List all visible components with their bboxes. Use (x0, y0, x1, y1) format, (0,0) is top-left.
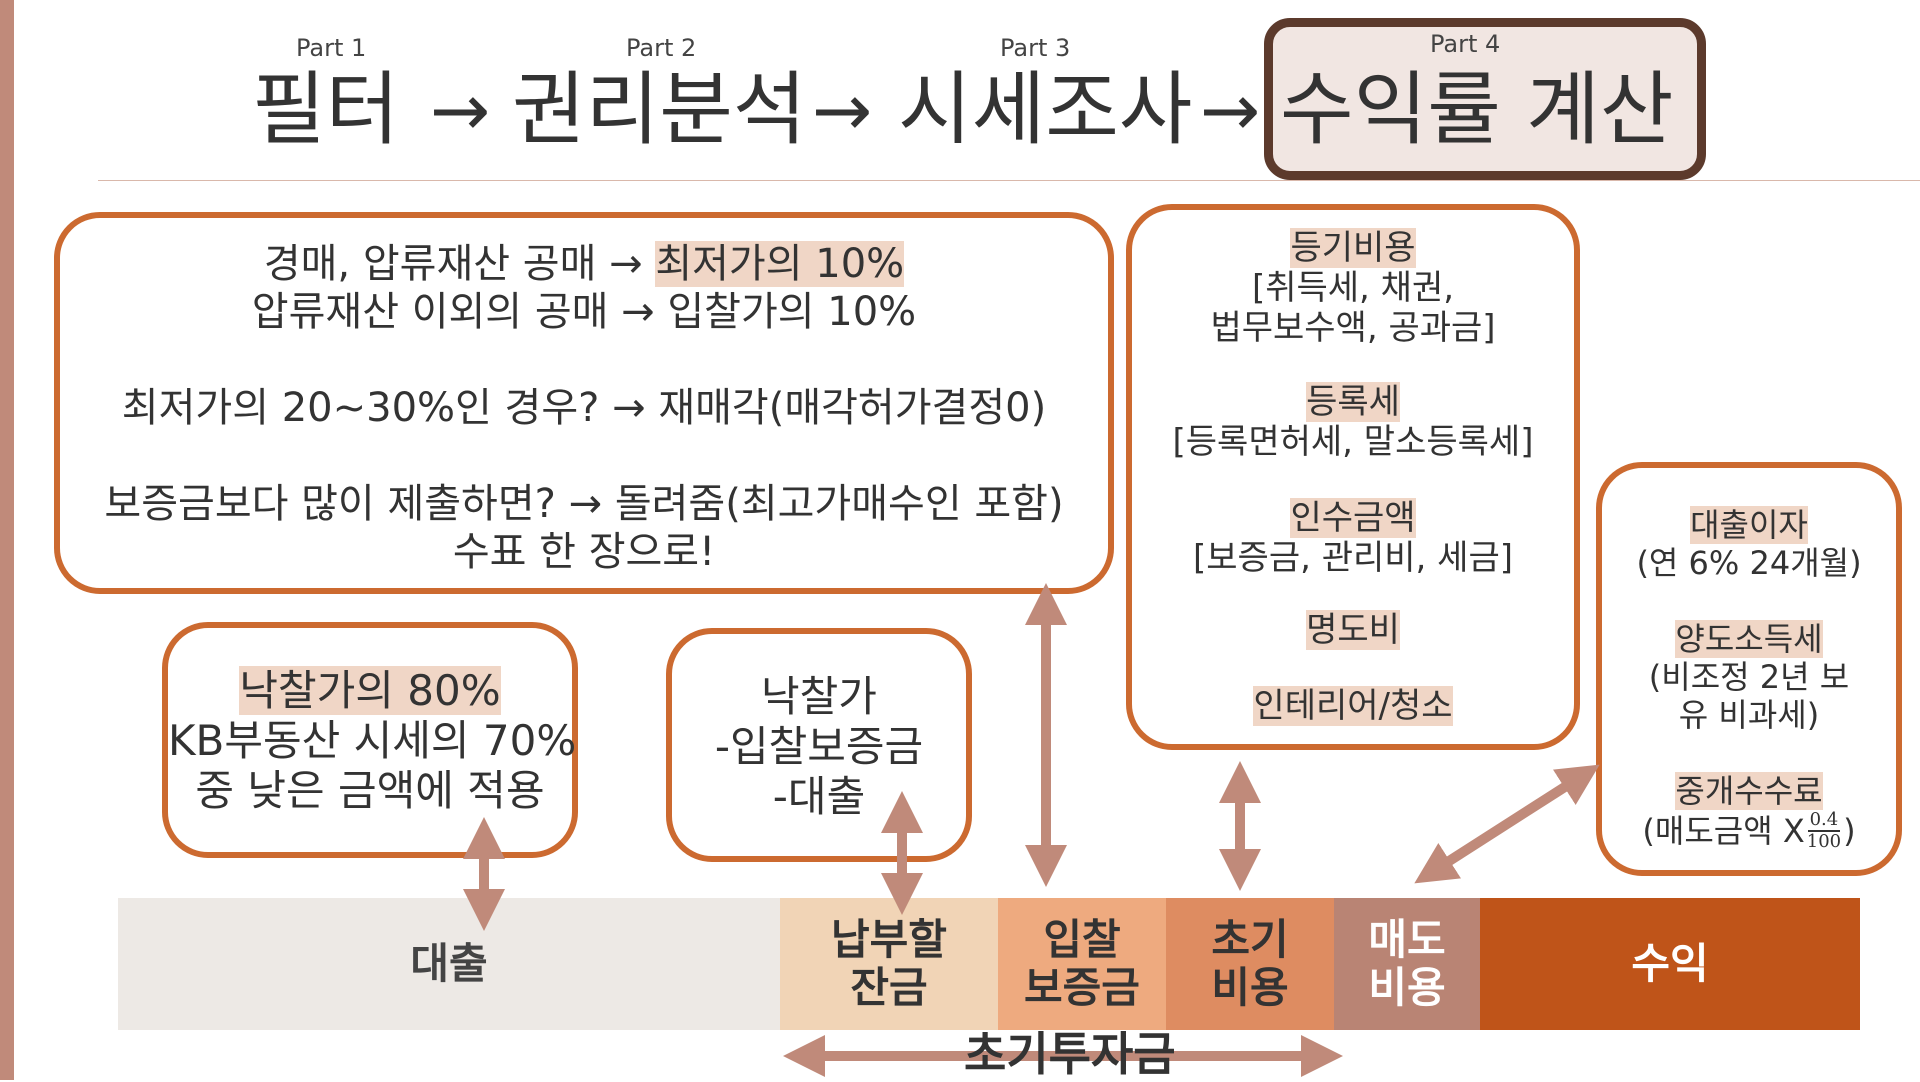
step-return-calc: 수익률 계산 (1280, 63, 1674, 156)
takeover-amount-detail: [보증금, 관리비, 세금] (1193, 538, 1513, 578)
bar-selling-cost-segment: 매도 비용 (1334, 898, 1480, 1030)
bid-deposit-rules-box: 경매, 압류재산 공매 → 최저가의 10% 압류재산 이외의 공매 → 입찰가… (54, 212, 1114, 594)
bar-deposit-segment: 입찰 보증금 (998, 898, 1166, 1030)
rule-line-4: 보증금보다 많이 제출하면? → 돌려줌(최고가매수인 포함) (104, 481, 1064, 527)
loan-rule-highlight: 낙찰가의 80% (239, 666, 501, 715)
fee-formula-text: (매도금액 X (1642, 812, 1805, 850)
rule-line-1: 경매, 압류재산 공매 → 최저가의 10% (60, 240, 1108, 288)
flow-arrow-icon: → (430, 68, 491, 152)
fee-formula-text: ) (1843, 812, 1856, 850)
flow-arrow-icon: → (1200, 68, 1261, 152)
initial-costs-box: 등기비용 [취득세, 채권, 법무보수액, 공과금] 등록세 [등록면허세, 말… (1126, 204, 1580, 750)
loan-rule-line-3: 중 낮은 금액에 적용 (195, 766, 545, 815)
bar-selling-label: 매도 (1368, 915, 1446, 964)
part1-label: Part 1 (296, 34, 367, 62)
rule-highlight: 최저가의 10% (655, 241, 905, 287)
registration-cost-detail: [취득세, 채권, (1251, 268, 1455, 308)
rule-line-2: 압류재산 이외의 공매 → 입찰가의 10% (251, 289, 917, 335)
bar-initial-label: 초기 (1211, 915, 1289, 964)
brokerage-fee-formula: (매도금액 X 0.4 100 ) (1602, 810, 1896, 852)
balance-line-3: -대출 (772, 772, 866, 821)
step-filter: 필터 (252, 63, 400, 156)
double-arrow-icon (1414, 764, 1600, 884)
fee-numerator: 0.4 (1807, 809, 1841, 832)
bar-deposit-label: 보증금 (1024, 963, 1140, 1012)
registration-tax-title: 등록세 (1306, 382, 1400, 422)
part2-label: Part 2 (626, 34, 697, 62)
capital-gains-tax-detail: 유 비과세) (1678, 696, 1820, 734)
registration-cost-detail: 법무보수액, 공과금] (1210, 308, 1496, 348)
part4-highlight-box (1264, 18, 1706, 180)
loan-interest-detail: (연 6% 24개월) (1636, 544, 1862, 582)
selling-costs-box: 대출이자 (연 6% 24개월) 양도소득세 (비조정 2년 보 유 비과세) … (1596, 462, 1902, 876)
fee-denominator: 100 (1806, 831, 1842, 852)
step-rights-analysis: 권리분석 (512, 63, 807, 156)
bar-loan-label: 대출 (410, 939, 488, 988)
bar-balance-segment: 납부할 잔금 (780, 898, 998, 1030)
registration-tax-detail: [등록면허세, 말소등록세] (1172, 422, 1534, 462)
bar-initial-label: 비용 (1211, 963, 1289, 1012)
loan-rule-line-2: KB부동산 시세의 70% (168, 716, 577, 765)
initial-investment-label: 초기투자금 (964, 1027, 1176, 1081)
rule-line-3: 최저가의 20~30%인 경우? → 재매각(매각허가결정0) (121, 385, 1047, 431)
registration-cost-title: 등기비용 (1290, 228, 1416, 268)
bar-profit-segment: 수익 (1480, 898, 1860, 1030)
bar-deposit-label: 입찰 (1043, 915, 1121, 964)
takeover-amount-title: 인수금액 (1290, 498, 1416, 538)
bar-balance-label: 잔금 (850, 963, 928, 1012)
eviction-cost: 명도비 (1306, 610, 1400, 650)
interior-cleaning-cost: 인테리어/청소 (1253, 686, 1453, 726)
balance-line-1: 낙찰가 (761, 672, 877, 721)
brokerage-fee-title: 중개수수료 (1675, 772, 1823, 810)
part4-label: Part 4 (1430, 30, 1501, 58)
balance-formula-box: 낙찰가 -입찰보증금 -대출 (666, 628, 972, 862)
loan-limit-box: 낙찰가의 80% KB부동산 시세의 70% 중 낮은 금액에 적용 (162, 622, 578, 858)
left-accent-bar (0, 0, 14, 1080)
part3-label: Part 3 (1000, 34, 1071, 62)
loan-interest-title: 대출이자 (1690, 506, 1808, 544)
capital-gains-tax-title: 양도소득세 (1675, 620, 1823, 658)
bar-profit-label: 수익 (1631, 939, 1709, 988)
flow-arrow-icon: → (812, 68, 873, 152)
bar-balance-label: 납부할 (831, 915, 947, 964)
balance-line-2: -입찰보증금 (714, 722, 924, 771)
rule-line-5: 수표 한 장으로! (452, 529, 716, 575)
bar-loan-segment: 대출 (118, 898, 780, 1030)
header-divider (98, 180, 1920, 181)
bar-initial-cost-segment: 초기 비용 (1166, 898, 1334, 1030)
step-market-research: 시세조사 (898, 63, 1193, 156)
rule-text: 경매, 압류재산 공매 → (263, 241, 656, 287)
bar-selling-label: 비용 (1368, 963, 1446, 1012)
fee-fraction: 0.4 100 (1807, 810, 1841, 852)
capital-gains-tax-detail: (비조정 2년 보 (1648, 658, 1850, 696)
